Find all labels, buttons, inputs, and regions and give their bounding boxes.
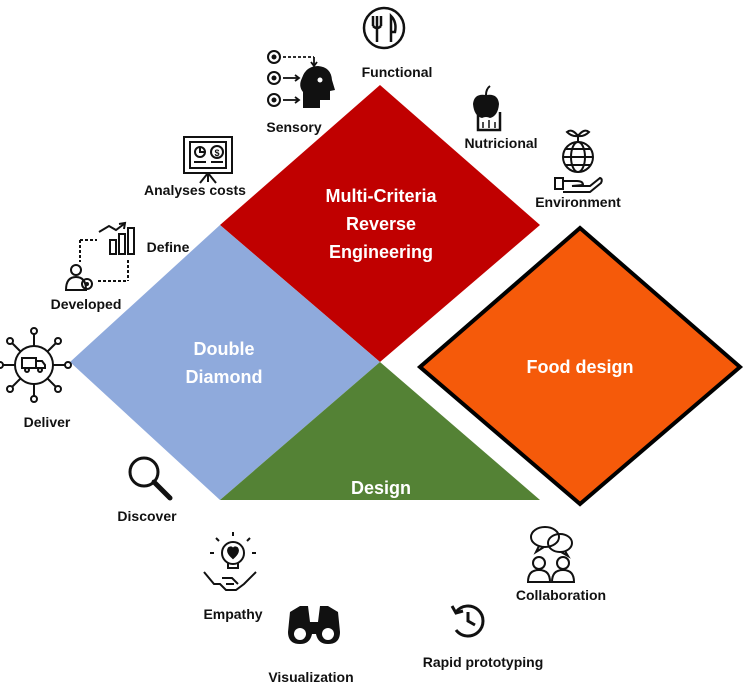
food-design-diamond — [416, 225, 744, 507]
globe-hand-icon — [554, 129, 603, 193]
chart-person-gear-icon — [64, 221, 135, 291]
double-diamond-shape — [70, 225, 380, 500]
mcre-label-line-1: Multi-Criteria — [325, 186, 437, 206]
analyses-costs-label: Analyses costs — [144, 182, 246, 198]
mcre-label-line-2: Reverse — [345, 214, 417, 234]
deliver-label: Deliver — [23, 414, 71, 430]
rapid-prototyping-label: Rapid prototyping — [422, 654, 544, 670]
mcre-label-line-3: Engineering — [328, 242, 434, 262]
sensory-head-icon — [267, 50, 335, 108]
network-truck-icon — [0, 327, 72, 403]
empathy-label: Empathy — [203, 606, 263, 622]
lightbulb-handshake-icon — [203, 532, 257, 591]
people-chat-icon — [526, 526, 576, 583]
binoculars-icon — [288, 606, 340, 644]
discover-label: Discover — [117, 508, 177, 524]
presentation-board-icon: $ — [183, 136, 233, 184]
svg-text:$: $ — [214, 148, 219, 158]
design-thinking-label-line-2: Thinking — [343, 506, 419, 526]
double-diamond-label-line-1: Double — [193, 339, 255, 359]
sensory-label: Sensory — [266, 119, 322, 135]
double-diamond-label-line-2: Diamond — [185, 367, 263, 387]
define-label: Define — [146, 239, 190, 255]
fork-knife-plate-icon — [362, 6, 406, 50]
visualization-label: Visualization — [268, 669, 354, 685]
clock-history-icon — [450, 604, 485, 638]
design-thinking-label-line-1: Design — [350, 478, 411, 498]
food-design-label: Food design — [526, 357, 634, 377]
collaboration-label: Collaboration — [515, 587, 607, 603]
mcre-label: Multi-Criteria Reverse Engineering — [325, 182, 436, 266]
mcre-diamond — [220, 85, 540, 362]
design-thinking-diamond — [220, 362, 540, 500]
design-thinking-label: Design Thinking — [344, 474, 419, 530]
functional-label: Functional — [361, 64, 433, 80]
double-diamond-label: Double Diamond — [185, 335, 262, 391]
environment-label: Environment — [535, 194, 621, 210]
apple-scale-icon — [473, 85, 502, 132]
nutricional-label: Nutricional — [464, 135, 538, 151]
developed-label: Developed — [50, 296, 122, 312]
magnifier-icon — [128, 456, 173, 501]
